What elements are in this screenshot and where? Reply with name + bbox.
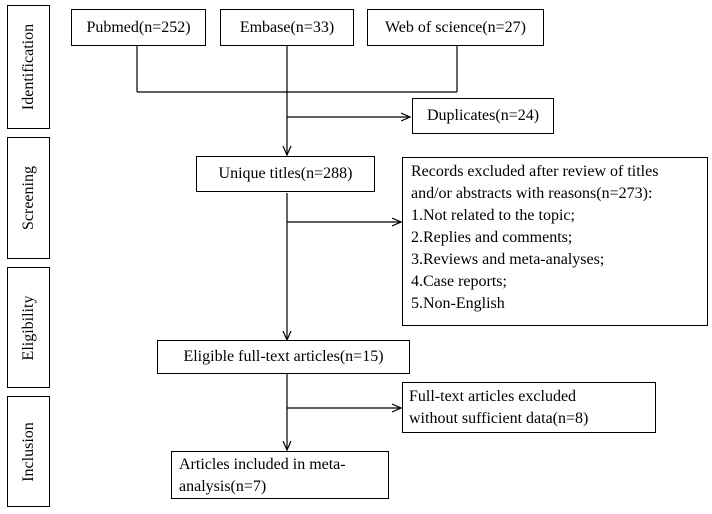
duplicates-box: Duplicates(n=24) bbox=[412, 98, 554, 134]
stage-eligibility: Eligibility bbox=[7, 267, 50, 388]
screening-exclusion-heading-line2: and/or abstracts with reasons(n=273): bbox=[411, 185, 653, 202]
stage-screening: Screening bbox=[7, 137, 50, 259]
source-pubmed-text: Pubmed(n=252) bbox=[86, 18, 191, 36]
source-wos-box: Web of science(n=27) bbox=[367, 9, 544, 46]
unique-titles-box: Unique titles(n=288) bbox=[196, 156, 375, 192]
stage-identification: Identification bbox=[7, 5, 50, 129]
source-pubmed-box: Pubmed(n=252) bbox=[71, 9, 206, 46]
source-embase-box: Embase(n=33) bbox=[220, 9, 354, 46]
duplicates-text: Duplicates(n=24) bbox=[426, 107, 540, 124]
exclusion-reason: 1.Not related to the topic; bbox=[411, 207, 575, 224]
included-box: Articles included in meta- analysis(n=7) bbox=[171, 451, 389, 499]
screening-exclusion-box: Records excluded after review of titles … bbox=[402, 157, 708, 326]
fulltext-exclusion-box: Full-text articles excluded without suff… bbox=[402, 382, 656, 433]
exclusion-reason: 5.Non-English bbox=[411, 295, 505, 312]
source-wos-text: Web of science(n=27) bbox=[384, 18, 526, 36]
eligible-box: Eligible full-text articles(n=15) bbox=[157, 340, 410, 374]
included-line1: Articles included in meta- bbox=[179, 456, 346, 473]
stage-inclusion: Inclusion bbox=[7, 396, 50, 507]
eligible-text: Eligible full-text articles(n=15) bbox=[183, 348, 384, 365]
exclusion-reason: 4.Case reports; bbox=[411, 273, 507, 290]
fulltext-exclusion-line2: without sufficient data(n=8) bbox=[409, 410, 589, 427]
unique-titles-text: Unique titles(n=288) bbox=[218, 165, 353, 182]
exclusion-reason: 2.Replies and comments; bbox=[411, 229, 573, 246]
exclusion-reason: 3.Reviews and meta-analyses; bbox=[411, 251, 605, 268]
source-embase-text: Embase(n=33) bbox=[239, 18, 335, 36]
fulltext-exclusion-line1: Full-text articles excluded bbox=[409, 388, 577, 405]
included-line2: analysis(n=7) bbox=[179, 478, 267, 495]
screening-exclusion-heading-line1: Records excluded after review of titles bbox=[411, 163, 659, 180]
